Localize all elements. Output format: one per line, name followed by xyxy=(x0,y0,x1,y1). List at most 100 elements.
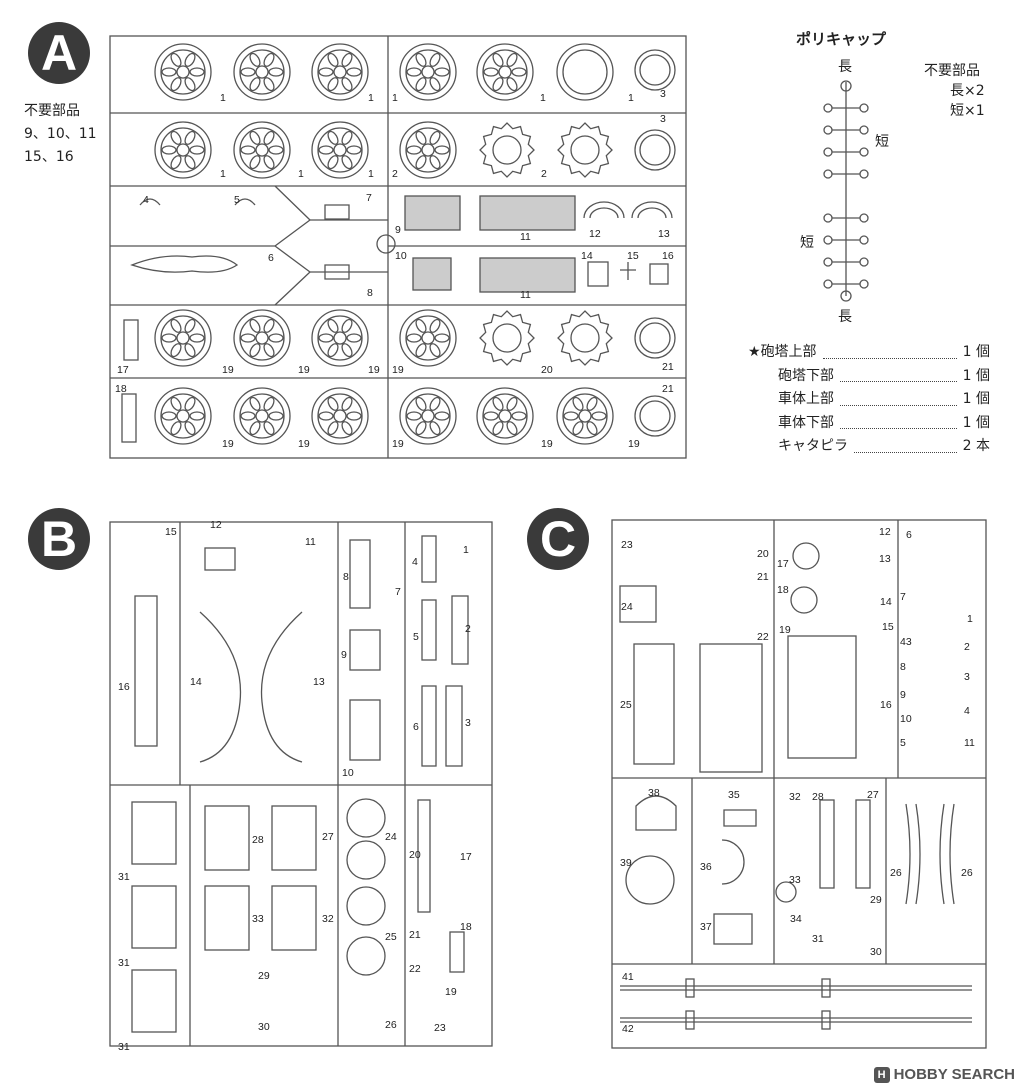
part-number-a: 5 xyxy=(234,194,240,206)
road-wheel xyxy=(634,49,676,91)
road-wheel xyxy=(399,43,457,101)
part-number-a: 2 xyxy=(541,168,547,180)
part-number-c: 26 xyxy=(890,867,902,879)
part-number-a: 1 xyxy=(220,168,226,180)
sprue-a-wheels xyxy=(154,43,676,445)
watermark-text: HOBBY SEARCH xyxy=(893,1066,1015,1083)
part-number-b: 20 xyxy=(409,849,421,861)
polycap-short xyxy=(859,213,869,223)
part-number-c: 18 xyxy=(777,584,789,596)
part-number-c: 8 xyxy=(900,661,906,673)
part-number-b: 8 xyxy=(343,571,349,583)
part-number-b: 3 xyxy=(465,717,471,729)
part-number-c: 39 xyxy=(620,857,632,869)
part-number-c: 29 xyxy=(870,894,882,906)
sprue-a-misc xyxy=(121,195,673,443)
polycap-short xyxy=(859,257,869,267)
polycap-short xyxy=(859,125,869,135)
part-number-b: 32 xyxy=(322,913,334,925)
part-number-c: 16 xyxy=(880,699,892,711)
part-number-c: 10 xyxy=(900,713,912,725)
part-number-b: 7 xyxy=(395,586,401,598)
polycap-long xyxy=(840,80,852,92)
part-number-c: 41 xyxy=(622,971,634,983)
part-qty: 1 個 xyxy=(962,391,990,407)
road-wheel xyxy=(154,387,212,445)
part-number-b: 13 xyxy=(313,676,325,688)
part-number-c: 43 xyxy=(900,636,912,648)
polycap-short-left: 短 xyxy=(800,235,814,251)
part-number-a: 1 xyxy=(392,92,398,104)
part-number-a: 19 xyxy=(298,364,310,376)
part-number-c: 42 xyxy=(622,1023,634,1035)
part-number-b: 6 xyxy=(413,721,419,733)
part-number-b: 30 xyxy=(258,1021,270,1033)
part-number-a: 17 xyxy=(117,364,129,376)
part-number-a: 10 xyxy=(395,250,407,262)
part-number-a: 15 xyxy=(627,250,639,262)
part-number-c: 9 xyxy=(900,689,906,701)
polycap-long xyxy=(840,290,852,302)
polycap-unused-short: 短×1 xyxy=(950,103,985,119)
part-number-a: 1 xyxy=(540,92,546,104)
part-number-c: 14 xyxy=(880,596,892,608)
polycap-tree xyxy=(823,80,869,302)
drive-sprocket xyxy=(479,310,535,366)
part-number-a: 9 xyxy=(395,224,401,236)
part-number-c: 26 xyxy=(961,867,973,879)
part-number-c: 6 xyxy=(906,529,912,541)
part-number-b: 15 xyxy=(165,526,177,538)
part-number-a: 18 xyxy=(115,383,127,395)
part-number-a: 11 xyxy=(520,289,531,301)
drive-sprocket xyxy=(557,310,613,366)
part-number-a: 21 xyxy=(662,383,674,395)
part-number-c: 17 xyxy=(777,558,789,570)
part-number-c: 5 xyxy=(900,737,906,749)
sprue-b-frame xyxy=(109,521,493,1047)
part-number-c: 1 xyxy=(967,613,973,625)
road-wheel xyxy=(311,387,369,445)
part-number-c: 38 xyxy=(648,787,660,799)
sprue-a-badge: A xyxy=(28,22,90,84)
polycap-short xyxy=(823,279,833,289)
sprue-a-unused-note: 不要部品 9、10、11 15、16 xyxy=(24,100,97,169)
part-number-c: 31 xyxy=(812,933,824,945)
road-wheel xyxy=(154,121,212,179)
polycap-unused-title: 不要部品 xyxy=(924,63,980,79)
sprue-b-badge: B xyxy=(28,508,90,570)
part-number-c: 15 xyxy=(882,621,894,633)
part-number-c: 34 xyxy=(790,913,802,925)
part-number-a: 19 xyxy=(368,364,380,376)
watermark: H HOBBY SEARCH xyxy=(873,1066,1015,1083)
polycap-short xyxy=(823,147,833,157)
part-name: キャタピラ xyxy=(778,438,848,454)
sprue-c-frame xyxy=(611,519,987,1049)
road-wheel xyxy=(476,387,534,445)
unused-line1: 9、10、11 xyxy=(24,126,97,142)
part-name: 砲塔下部 xyxy=(778,367,834,384)
road-wheel xyxy=(556,43,614,101)
road-wheel xyxy=(399,309,457,367)
part-number-c: 25 xyxy=(620,699,632,711)
drive-sprocket xyxy=(479,122,535,178)
part-number-b: 27 xyxy=(322,831,334,843)
part-number-c: 36 xyxy=(700,861,712,873)
polycap-unused-long: 長×2 xyxy=(950,83,985,99)
road-wheel xyxy=(556,387,614,445)
part-number-c: 22 xyxy=(757,631,769,643)
polycap-short xyxy=(859,147,869,157)
sprue-c-badge: C xyxy=(527,508,589,570)
road-wheel xyxy=(233,43,291,101)
part-number-a: 2 xyxy=(392,168,398,180)
part-number-c: 35 xyxy=(728,789,740,801)
part-number-b: 1 xyxy=(463,544,469,556)
part-number-c: 37 xyxy=(700,921,712,933)
part-number-c: 30 xyxy=(870,946,882,958)
part-number-b: 31 xyxy=(118,871,130,883)
part-number-a: 3 xyxy=(660,113,666,125)
